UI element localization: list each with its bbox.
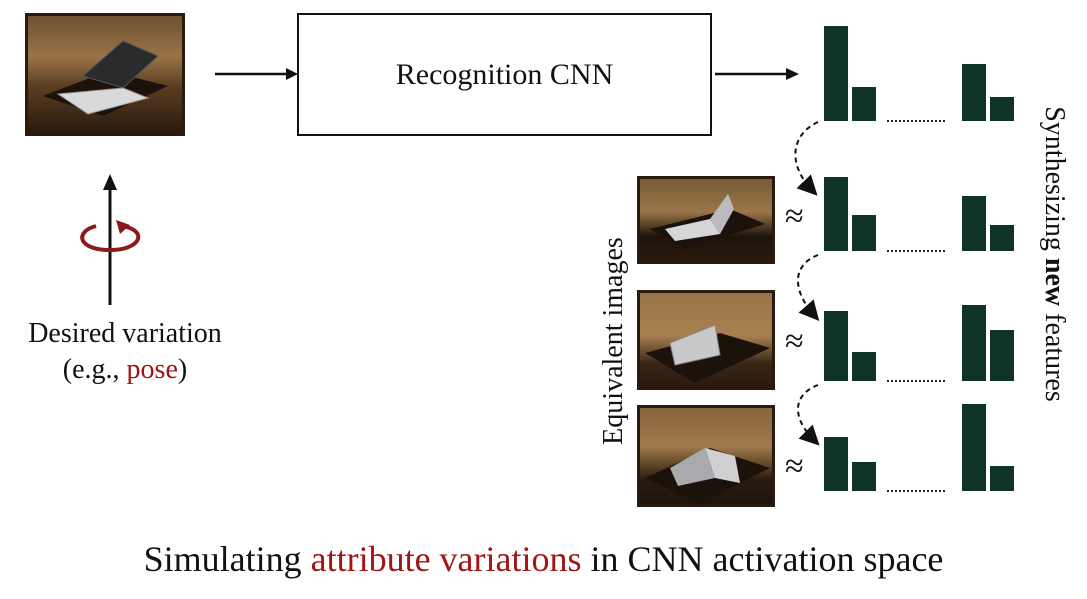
feature-bar-original-0 [824, 26, 848, 121]
source-laptop-photo [25, 13, 185, 136]
feature-bar-synth-1-0 [824, 177, 848, 251]
equivalent-images-label: Equivalent images [598, 237, 629, 445]
synthesis-arrow-1 [794, 121, 819, 196]
feature-bar-synth-1-2 [962, 196, 986, 251]
synthesizing-features-label: Synthesizing new features [1039, 106, 1070, 402]
feature-ellipsis-synth-3 [887, 490, 945, 492]
approx-symbol-3: ≈ [785, 448, 804, 485]
feature-bar-synth-2-1 [852, 352, 876, 381]
feature-bar-synth-3-1 [852, 462, 876, 491]
feature-bar-synth-3-3 [990, 466, 1014, 491]
recognition-cnn-box: Recognition CNN [297, 13, 712, 136]
approx-symbol-1: ≈ [785, 198, 804, 235]
cnn-label: Recognition CNN [395, 57, 614, 91]
output-arrow [715, 68, 799, 80]
new-bold: new [1039, 257, 1070, 307]
laptop-icon [645, 324, 770, 383]
pose-highlight: pose [126, 354, 178, 386]
feature-bar-synth-1-1 [852, 215, 876, 251]
feature-bar-original-2 [962, 64, 986, 121]
feature-bar-synth-2-2 [962, 305, 986, 381]
laptop-icon [43, 40, 168, 116]
feature-bar-original-1 [852, 87, 876, 121]
input-arrow [215, 68, 298, 80]
synthesis-arrow-3 [797, 384, 820, 446]
approx-symbol-2: ≈ [785, 323, 804, 360]
equivalent-photo-2 [637, 290, 775, 390]
pose-rotation-arrow-icon [80, 174, 141, 305]
feature-bar-synth-3-2 [962, 404, 986, 491]
synthesis-arrow-2 [797, 254, 820, 322]
equivalent-photo-3 [637, 405, 775, 507]
equivalent-photo-1 [637, 176, 775, 264]
caption-highlight: attribute variations [310, 539, 582, 579]
diagram-caption: Simulating attribute variations in CNN a… [143, 539, 944, 579]
desired-line1: Desired variation [28, 318, 222, 349]
laptop-icon [645, 448, 770, 503]
feature-bar-original-3 [990, 97, 1014, 121]
desired-line2: (e.g., pose) [62, 354, 188, 386]
feature-ellipsis-synth-1 [887, 250, 945, 252]
desired-variation-label: Desired variation (e.g., pose) [0, 316, 250, 389]
feature-bar-synth-2-3 [990, 330, 1014, 381]
feature-bar-synth-3-0 [824, 437, 848, 491]
synthesis-arrows [794, 121, 820, 446]
feature-bar-synth-2-0 [824, 311, 848, 381]
feature-bar-synth-1-3 [990, 225, 1014, 251]
feature-ellipsis-synth-2 [887, 380, 945, 382]
feature-ellipsis-original [887, 120, 945, 122]
laptop-icon [650, 194, 765, 249]
